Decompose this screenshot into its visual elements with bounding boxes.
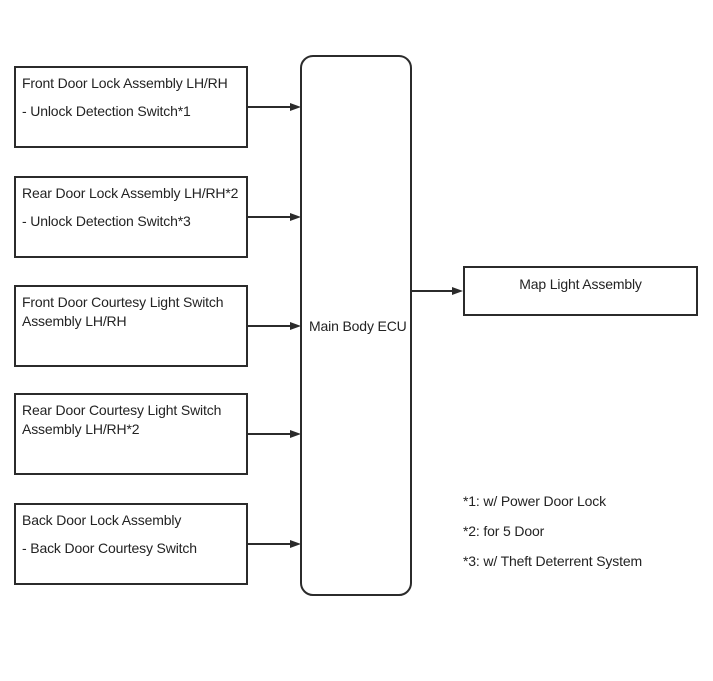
input-box-rear-door-lock: Rear Door Lock Assembly LH/RH*2 - Unlock… [14, 176, 248, 258]
footnote-3: *3: w/ Theft Deterrent System [463, 553, 643, 569]
arrowhead-right-icon [290, 540, 301, 548]
connector-line [248, 543, 291, 545]
component-title: Back Door Lock Assembly [22, 512, 182, 528]
component-subitem: - Back Door Courtesy Switch [22, 540, 197, 556]
component-subitem: - Unlock Detection Switch*1 [22, 103, 191, 119]
input-box-back-door-lock: Back Door Lock Assembly - Back Door Cour… [14, 503, 248, 585]
input-box-front-door-lock: Front Door Lock Assembly LH/RH - Unlock … [14, 66, 248, 148]
ecu-label: Main Body ECU [309, 317, 407, 334]
output-box-map-light-assembly: Map Light Assembly [463, 266, 698, 316]
footnote-1: *1: w/ Power Door Lock [463, 493, 606, 509]
arrowhead-right-icon [452, 287, 463, 295]
connector-line [248, 106, 291, 108]
connector-line [248, 216, 291, 218]
component-title: Map Light Assembly [519, 276, 642, 292]
connector-line [248, 325, 291, 327]
input-box-front-door-courtesy-switch: Front Door Courtesy Light Switch Assembl… [14, 285, 248, 367]
arrowhead-right-icon [290, 322, 301, 330]
arrowhead-right-icon [290, 213, 301, 221]
component-title: Rear Door Lock Assembly LH/RH*2 [22, 185, 239, 201]
component-subitem: - Unlock Detection Switch*3 [22, 213, 191, 229]
main-body-ecu-box: Main Body ECU [300, 55, 412, 596]
input-box-rear-door-courtesy-switch: Rear Door Courtesy Light Switch Assembly… [14, 393, 248, 475]
connector-line [412, 290, 452, 292]
footnote-2: *2: for 5 Door [463, 523, 545, 539]
component-title: Rear Door Courtesy Light Switch Assembly… [22, 402, 222, 437]
arrowhead-right-icon [290, 430, 301, 438]
component-title: Front Door Lock Assembly LH/RH [22, 75, 228, 91]
connector-line [248, 433, 291, 435]
component-title: Front Door Courtesy Light Switch Assembl… [22, 294, 224, 329]
arrowhead-right-icon [290, 103, 301, 111]
